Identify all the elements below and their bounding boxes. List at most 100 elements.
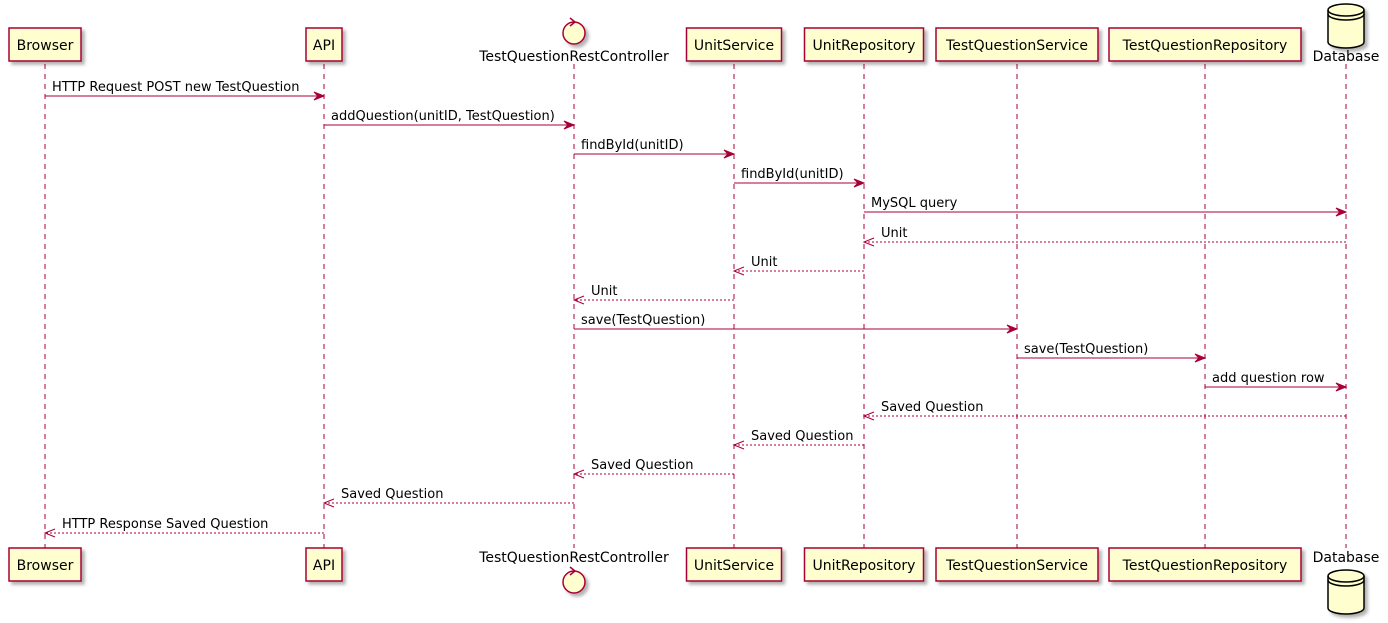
- participant-box: [305, 27, 343, 62]
- message-7: Unit: [732, 255, 864, 276]
- participant-label: TestQuestionRestController: [478, 49, 669, 65]
- participant-box: [803, 547, 925, 582]
- participant-unitservice-bottom: UnitService: [685, 547, 783, 582]
- participant-label: API: [313, 38, 335, 54]
- database-icon: [1327, 3, 1365, 49]
- lifelines: [44, 64, 1347, 548]
- message-12: Saved Question: [862, 400, 1346, 421]
- participant-label: UnitService: [694, 558, 774, 574]
- arrowhead-open: [43, 528, 56, 538]
- participant-testquestionrepository-top: TestQuestionRepository: [1108, 27, 1302, 62]
- arrowhead-filled: [1194, 353, 1207, 363]
- message-label: Saved Question: [591, 458, 693, 473]
- arrowhead-filled: [1335, 207, 1348, 217]
- participant-api-bottom: API: [305, 547, 343, 582]
- database-icon: [1327, 569, 1365, 615]
- message-6: Unit: [862, 226, 1346, 247]
- arrowhead-open: [322, 498, 335, 508]
- message-label: HTTP Response Saved Question: [62, 517, 268, 532]
- message-label: Unit: [591, 284, 617, 299]
- participant-label: TestQuestionRepository: [1122, 558, 1288, 574]
- arrowhead-filled: [723, 149, 736, 159]
- message-label: addQuestion(unitID, TestQuestion): [331, 109, 555, 124]
- participant-browser-top: Browser: [8, 27, 82, 62]
- database-rim: [1327, 579, 1365, 587]
- message-11: add question row: [1205, 371, 1348, 392]
- arrowhead-filled: [313, 91, 326, 101]
- participant-testquestionservice-top: TestQuestionService: [935, 27, 1099, 62]
- participant-label: TestQuestionRepository: [1122, 38, 1288, 54]
- arrowhead-open: [862, 411, 875, 421]
- participant-box: [685, 27, 783, 62]
- participant-label: Browser: [17, 38, 74, 54]
- participant-unitservice-top: UnitService: [685, 27, 783, 62]
- participant-box: [8, 27, 82, 62]
- database-rim: [1327, 13, 1365, 21]
- arrowhead-open: [572, 469, 585, 479]
- participant-testquestionservice-bottom: TestQuestionService: [935, 547, 1099, 582]
- message-label: Saved Question: [751, 429, 853, 444]
- message-2: addQuestion(unitID, TestQuestion): [324, 109, 576, 130]
- participant-unitrepository-bottom: UnitRepository: [803, 547, 925, 582]
- database-rim: [1327, 575, 1365, 583]
- participant-api-top: API: [305, 27, 343, 62]
- control-arrow-icon: [569, 17, 577, 27]
- participant-label: UnitRepository: [813, 558, 916, 574]
- participant-label: Database: [1313, 49, 1380, 65]
- message-label: findById(unitID): [741, 167, 844, 182]
- message-label: Saved Question: [881, 400, 983, 415]
- participant-box: [8, 547, 82, 582]
- participant-controller-bottom: TestQuestionRestController: [478, 550, 669, 594]
- participant-unitrepository-top: UnitRepository: [803, 27, 925, 62]
- control-arrow-icon: [569, 566, 577, 576]
- message-label: Unit: [751, 255, 777, 270]
- arrowhead-filled: [1006, 324, 1019, 334]
- participant-box: [803, 27, 925, 62]
- participant-controller-top: TestQuestionRestController: [478, 17, 669, 65]
- message-8: Unit: [572, 284, 734, 305]
- participant-label: Browser: [17, 558, 74, 574]
- participant-box: [1108, 547, 1302, 582]
- message-14: Saved Question: [572, 458, 734, 479]
- arrowhead-filled: [1335, 382, 1348, 392]
- participant-box: [1108, 27, 1302, 62]
- message-label: add question row: [1212, 371, 1325, 386]
- message-label: Saved Question: [341, 487, 443, 502]
- participant-label: TestQuestionService: [945, 558, 1088, 574]
- arrowhead-open: [732, 440, 745, 450]
- participant-box: [305, 547, 343, 582]
- arrowhead-open: [862, 237, 875, 247]
- participant-label: TestQuestionRestController: [478, 550, 669, 566]
- message-5: MySQL query: [864, 196, 1348, 217]
- arrowhead-open: [572, 295, 585, 305]
- message-13: Saved Question: [732, 429, 864, 450]
- message-4: findById(unitID): [734, 167, 866, 188]
- message-label: HTTP Request POST new TestQuestion: [52, 80, 299, 95]
- message-label: MySQL query: [871, 196, 958, 211]
- participant-box: [935, 27, 1099, 62]
- participant-box: [685, 547, 783, 582]
- message-label: findById(unitID): [581, 138, 684, 153]
- participant-database-bottom: Database: [1313, 550, 1380, 615]
- arrowhead-filled: [563, 120, 576, 130]
- message-label: save(TestQuestion): [1024, 342, 1148, 357]
- control-icon: [562, 570, 586, 594]
- message-15: Saved Question: [322, 487, 574, 508]
- message-1: HTTP Request POST new TestQuestion: [45, 80, 326, 101]
- participant-label: Database: [1313, 550, 1380, 566]
- arrowhead-filled: [853, 178, 866, 188]
- participant-label: API: [313, 558, 335, 574]
- participant-database-top: Database: [1313, 3, 1380, 65]
- message-label: Unit: [881, 226, 907, 241]
- message-label: save(TestQuestion): [581, 313, 705, 328]
- messages: HTTP Request POST new TestQuestion addQue…: [43, 80, 1348, 538]
- database-rim: [1327, 9, 1365, 17]
- participant-browser-bottom: Browser: [8, 547, 82, 582]
- participant-label: UnitService: [694, 38, 774, 54]
- message-16: HTTP Response Saved Question: [43, 517, 324, 538]
- arrowhead-open: [732, 266, 745, 276]
- message-10: save(TestQuestion): [1017, 342, 1207, 363]
- message-9: save(TestQuestion): [574, 313, 1019, 334]
